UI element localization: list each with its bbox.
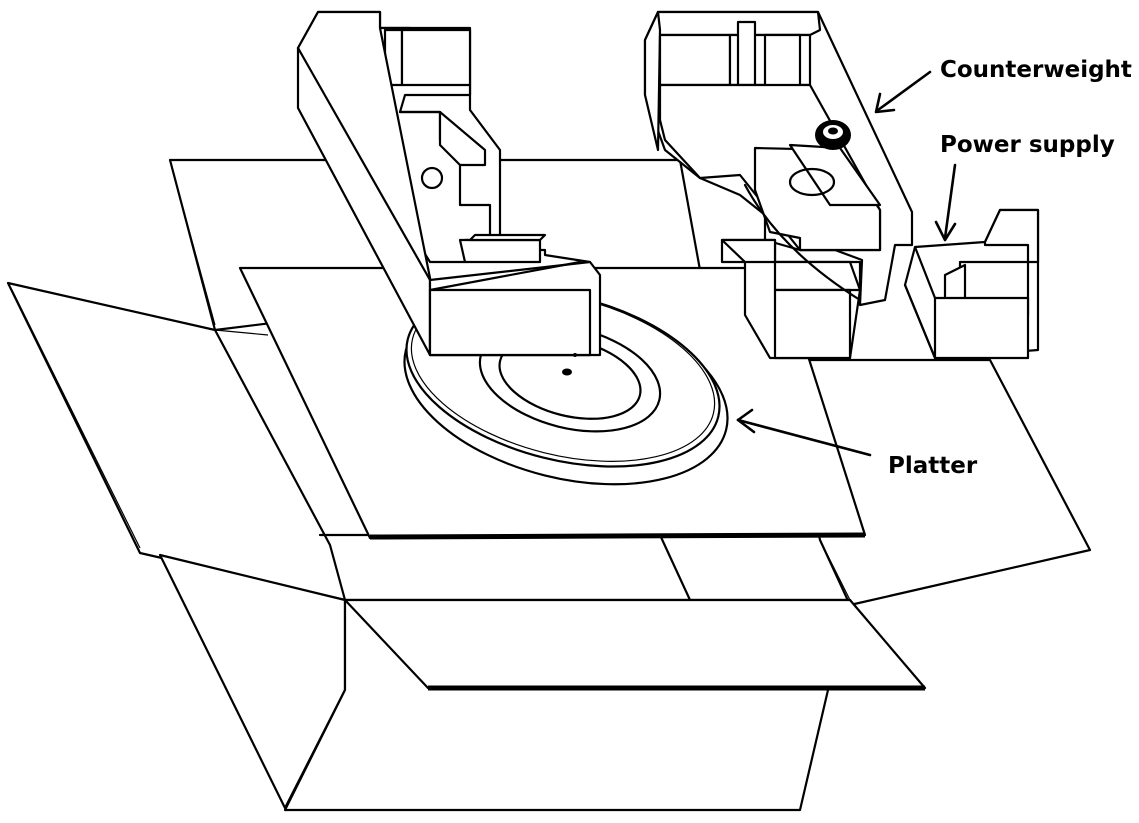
label-platter: Platter	[888, 453, 978, 479]
label-power-supply: Power supply	[940, 132, 1115, 158]
left-foam-insert	[296, 10, 602, 357]
arrow-counterweight-head	[874, 92, 896, 114]
power-supply-insert	[903, 208, 1040, 360]
arrow-power-supply-head	[934, 220, 957, 242]
spindle-hole	[562, 368, 572, 376]
arrow-platter	[736, 418, 872, 457]
label-counterweight-group: Counterweight	[874, 57, 1132, 114]
label-platter-group: Platter	[736, 408, 978, 479]
label-power-supply-group: Power supply	[934, 132, 1115, 242]
arrow-power-supply	[943, 163, 957, 240]
front-flap	[343, 598, 927, 691]
counterweight-nut	[815, 120, 851, 150]
right-foam-insert	[643, 10, 914, 360]
arrow-counterweight	[876, 70, 932, 112]
left-flap	[6, 281, 347, 602]
label-counterweight: Counterweight	[940, 57, 1132, 83]
arrow-platter-head	[736, 408, 756, 434]
